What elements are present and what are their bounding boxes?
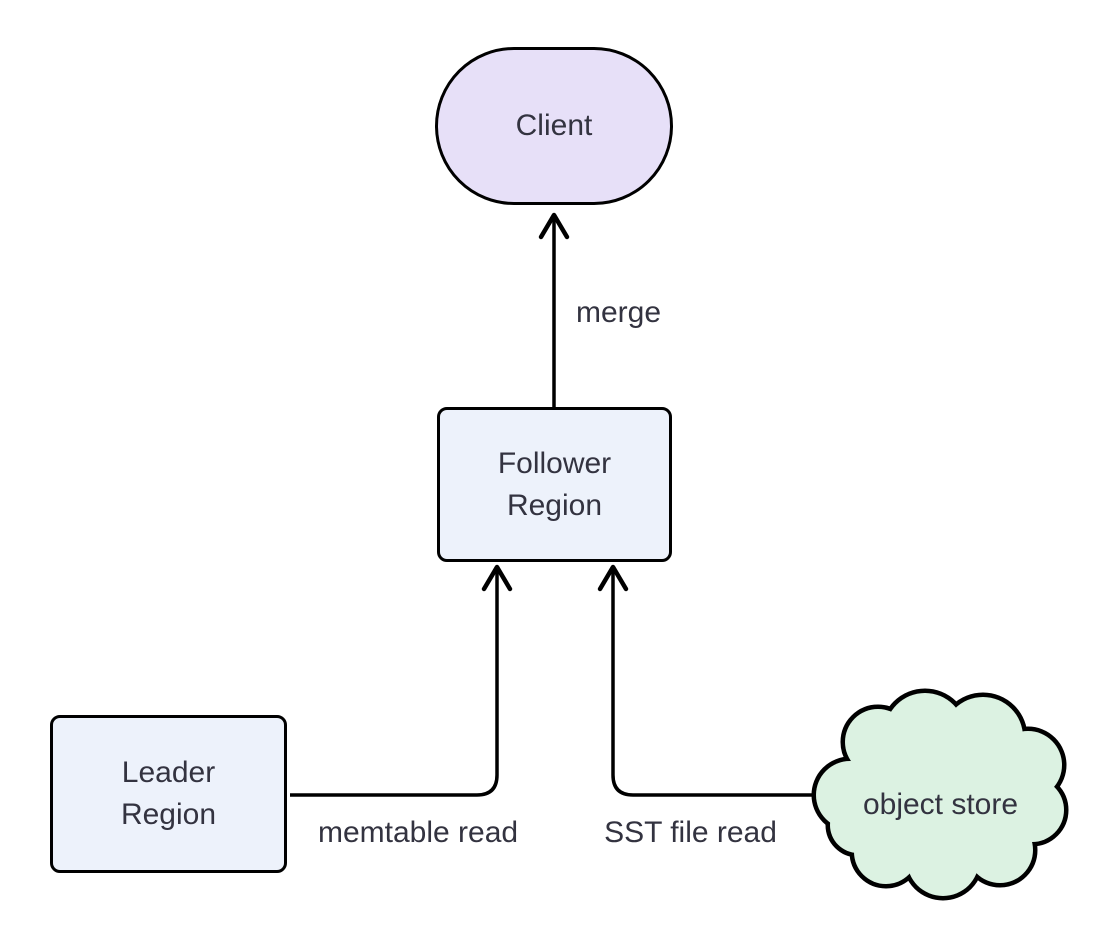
edge-merge xyxy=(538,212,570,407)
cloud-fill xyxy=(816,693,1064,896)
edge-sst-line xyxy=(611,571,820,797)
arrowhead-sst-icon xyxy=(597,564,629,592)
node-leader-region-label: Leader Region xyxy=(121,752,216,836)
edge-label-sst-file-read: SST file read xyxy=(604,816,777,849)
node-client-label: Client xyxy=(515,109,593,142)
edge-memtable-read xyxy=(290,564,513,797)
node-follower-region-label: Follower Region xyxy=(498,443,611,527)
node-object-store-label: object store xyxy=(862,788,1019,821)
node-object-store-cloud-icon xyxy=(811,688,1069,901)
node-follower-line1: Follower xyxy=(497,446,612,480)
arrowhead-merge-icon xyxy=(538,212,570,240)
arrowhead-memtable-icon xyxy=(481,564,513,592)
node-follower-line2: Region xyxy=(506,488,603,522)
node-leader-line1: Leader xyxy=(121,756,216,789)
edge-sst-read xyxy=(597,564,820,797)
edge-memtable-line xyxy=(290,571,499,797)
node-client: Client xyxy=(435,47,673,205)
node-leader-region: Leader Region xyxy=(50,715,287,873)
edge-label-merge: merge xyxy=(576,296,662,329)
edge-label-memtable-read: memtable read xyxy=(318,816,519,849)
node-follower-region: Follower Region xyxy=(437,407,672,562)
node-leader-line2: Region xyxy=(120,798,217,831)
